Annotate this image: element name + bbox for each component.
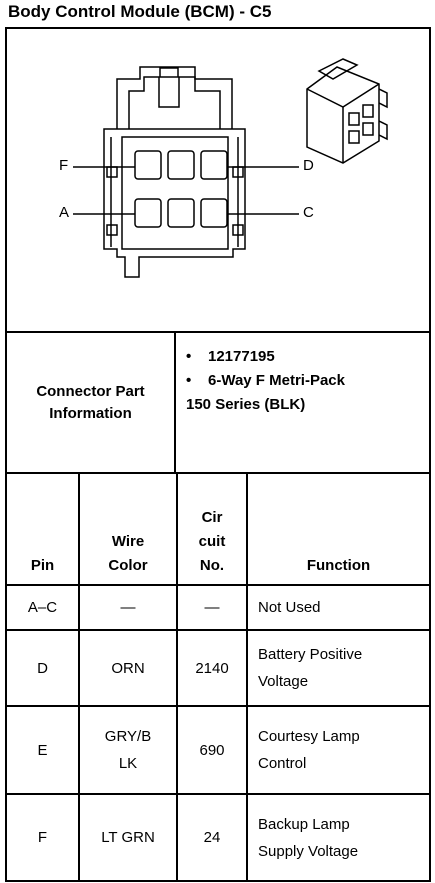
pin-label-a: A (59, 204, 70, 221)
row-2-pin: D (37, 659, 48, 677)
header-pin: Pin (30, 557, 55, 574)
header-function: Function (306, 557, 371, 574)
divider (7, 705, 429, 707)
row-4-circuit: 24 (203, 829, 221, 846)
row-2-wire-color: ORN (111, 659, 145, 677)
row-1-function: Not Used (258, 599, 321, 616)
connector-diagram: F A D C (7, 29, 429, 333)
header-circuit: Cir cuit No. (178, 474, 246, 584)
page-title: Body Control Module (BCM) - C5 (8, 2, 272, 21)
row-4-wire-color: LT GRN (101, 829, 155, 846)
connector-info-label-text: Connector Part Information (36, 382, 145, 422)
divider (7, 629, 429, 631)
connector-table: F A D C Connector Part Information • 1217… (5, 27, 431, 882)
row-2-function: Battery Positive Voltage (248, 631, 429, 705)
pin-label-f: F (59, 157, 69, 174)
divider (78, 474, 80, 880)
connector-info-value: • 12177195 • 6-Way F Metri-Pack 150 Series… (178, 333, 429, 472)
description-line: • 6-Way F Metri-Pack (186, 369, 429, 393)
divider (176, 474, 178, 880)
connector-drawing (73, 58, 388, 278)
divider (246, 474, 248, 880)
description-2: 150 Series (BLK) (186, 396, 306, 413)
row-3-circuit: 690 (199, 741, 225, 759)
row-3-pin: E (37, 741, 48, 759)
row-1-wire-color: — (120, 599, 136, 616)
bullet: • (186, 348, 192, 365)
row-3-wire-color-text: GRY/B LK (104, 728, 152, 772)
header-circuit-text: Cir cuit No. (198, 509, 226, 574)
pin-label-c: C (303, 204, 314, 221)
divider (7, 793, 429, 795)
part-number-line: • 12177195 (186, 345, 429, 369)
row-4-function-text: Backup Lamp Supply Voltage (258, 815, 359, 860)
row-3-function: Courtesy Lamp Control (248, 707, 429, 793)
row-4-pin: F (37, 829, 48, 846)
row-3-function-text: Courtesy Lamp Control (258, 728, 360, 772)
bullet: • (186, 372, 192, 389)
connector-info-label: Connector Part Information (7, 333, 176, 472)
row-3-wire-color: GRY/B LK (80, 707, 176, 793)
row-4-function: Backup Lamp Supply Voltage (248, 795, 429, 880)
row-1-pin: A–C (27, 599, 58, 616)
row-2-function-text: Battery Positive Voltage (258, 646, 363, 690)
divider (7, 472, 429, 474)
header-wire-color: Wire Color (80, 474, 176, 584)
header-wire-color-text: Wire Color (108, 533, 148, 574)
part-number: 12177195 (208, 348, 275, 365)
row-1-circuit: — (204, 599, 220, 616)
pin-label-d: D (303, 157, 314, 174)
description-1: 6-Way F Metri-Pack (208, 372, 345, 389)
divider (7, 584, 429, 586)
row-2-circuit: 2140 (195, 659, 229, 677)
